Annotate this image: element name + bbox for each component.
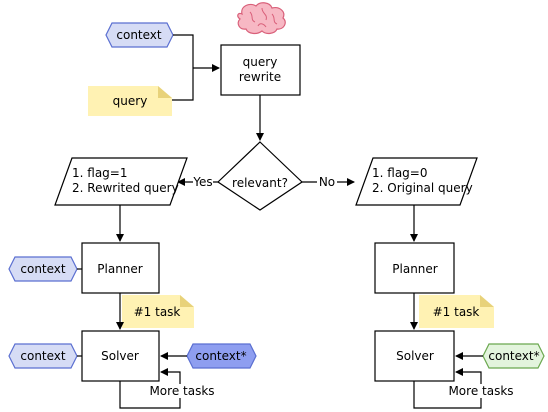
left-io-line2: 2. Rewrited query xyxy=(72,181,179,195)
right-context-star-tag: context* xyxy=(482,343,545,369)
context-top-label: context xyxy=(116,28,162,42)
right-task-note-label: #1 task xyxy=(433,305,480,319)
query-rewrite-line2: rewrite xyxy=(239,70,281,84)
query-rewrite-line1: query xyxy=(243,55,278,69)
left-task-note: #1 task xyxy=(122,295,194,328)
right-solver-box: Solver xyxy=(374,330,455,382)
left-more-tasks-loop xyxy=(119,368,181,409)
right-planner-label: Planner xyxy=(392,262,438,276)
left-more-tasks-label: More tasks xyxy=(149,384,214,398)
right-context-star-label: context* xyxy=(488,349,539,363)
context-top-tag: context xyxy=(105,22,174,48)
left-context-solver-tag: context xyxy=(8,343,78,369)
right-io-box: 1. flag=0 2. Original query xyxy=(355,157,478,206)
right-task-note: #1 task xyxy=(419,295,494,328)
left-context-star-tag: context* xyxy=(186,343,257,369)
right-more-tasks-label: More tasks xyxy=(448,384,513,398)
left-solver-box: Solver xyxy=(81,330,160,382)
left-solver-label: Solver xyxy=(101,349,139,363)
left-task-note-label: #1 task xyxy=(134,305,181,319)
right-planner-box: Planner xyxy=(374,242,455,294)
right-more-tasks-loop xyxy=(413,368,482,409)
brain-icon xyxy=(237,2,286,35)
query-note: query xyxy=(88,86,172,116)
merge-line xyxy=(172,34,194,101)
left-context-star-label: context* xyxy=(195,349,246,363)
right-io-line1: 1. flag=0 xyxy=(372,166,427,180)
left-context-planner-label: context xyxy=(20,262,66,276)
left-io-box: 1. flag=1 2. Rewrited query xyxy=(54,157,188,206)
left-context-solver-label: context xyxy=(20,349,66,363)
left-planner-label: Planner xyxy=(97,262,143,276)
left-io-line1: 1. flag=1 xyxy=(72,166,127,180)
yes-label: Yes xyxy=(192,175,212,189)
query-note-label: query xyxy=(113,94,148,108)
query-rewrite-box: query rewrite xyxy=(220,44,301,96)
left-planner-box: Planner xyxy=(81,242,160,294)
right-solver-label: Solver xyxy=(396,349,434,363)
relevant-label: relevant? xyxy=(232,176,288,190)
relevant-decision: relevant? xyxy=(217,141,303,211)
right-io-line2: 2. Original query xyxy=(372,181,473,195)
no-label: No xyxy=(319,175,335,189)
left-context-planner-tag: context xyxy=(8,256,78,282)
